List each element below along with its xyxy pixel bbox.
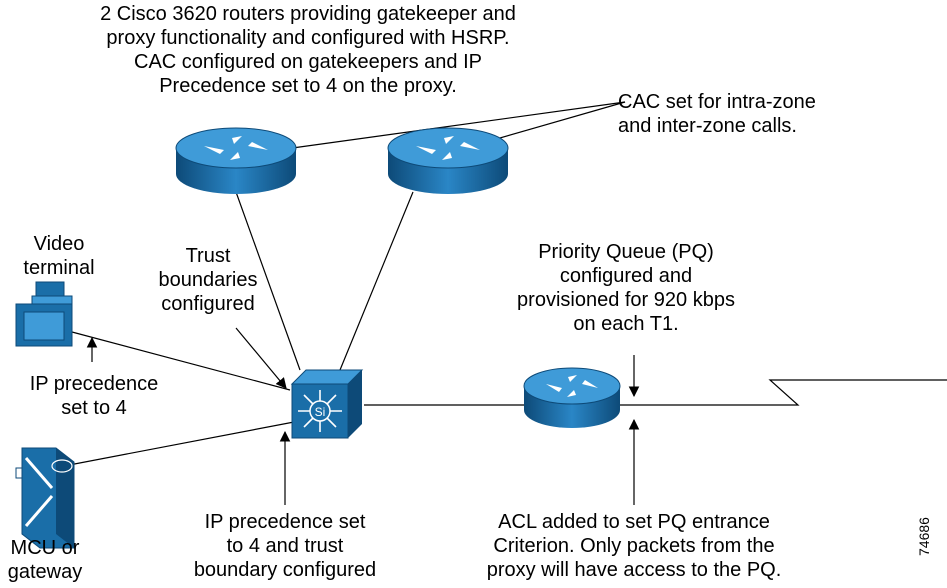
link-router1-switch bbox=[235, 191, 301, 371]
routers-note-line: 2 Cisco 3620 routers providing gatekeepe… bbox=[100, 3, 516, 25]
annotation-arrows bbox=[86, 101, 640, 505]
mcu-gateway-icon bbox=[15, 447, 75, 549]
router-icon bbox=[175, 127, 297, 194]
pq-note-line: provisioned for 920 kbps bbox=[517, 289, 735, 311]
cac-note-line: and inter-zone calls. bbox=[618, 115, 797, 137]
ip-precedence-switch-line: IP precedence set bbox=[204, 511, 366, 533]
routers-note: 2 Cisco 3620 routers providing gatekeepe… bbox=[48, 2, 568, 98]
switch-badge: Si bbox=[315, 405, 326, 419]
ip-precedence-switch-line: boundary configured bbox=[193, 559, 377, 581]
link-mcu-switch bbox=[63, 421, 295, 467]
router-icon bbox=[523, 367, 621, 428]
trust-boundaries-line: Trust bbox=[185, 245, 231, 267]
mcu-gateway-line: gateway bbox=[7, 561, 83, 583]
trust-boundaries-line: configured bbox=[161, 293, 255, 315]
video-terminal-line: Video bbox=[33, 233, 85, 255]
video-terminal-icon bbox=[15, 281, 73, 347]
links bbox=[63, 191, 947, 467]
figure-number: 74686 bbox=[916, 517, 932, 556]
video-terminal-label: Video terminal bbox=[4, 232, 114, 280]
routers-note-line: CAC configured on gatekeepers and IP bbox=[134, 51, 482, 73]
routers-note-line: proxy functionality and configured with … bbox=[106, 27, 510, 49]
trust-boundaries-label: Trust boundaries configured bbox=[148, 244, 268, 316]
cac-note: CAC set for intra-zone and inter-zone ca… bbox=[618, 90, 816, 138]
cac-note-line: CAC set for intra-zone bbox=[618, 91, 816, 113]
router-icon bbox=[387, 127, 509, 194]
layer3-switch-icon: Si bbox=[290, 369, 364, 439]
arrow-cac-router1 bbox=[276, 101, 626, 155]
pq-note: Priority Queue (PQ) configured and provi… bbox=[496, 240, 756, 336]
acl-note-line: proxy will have access to the PQ. bbox=[486, 559, 782, 581]
link-wan-serial bbox=[620, 379, 947, 406]
ip-precedence-line: IP precedence bbox=[29, 373, 159, 395]
pq-note-line: Priority Queue (PQ) bbox=[538, 241, 714, 263]
trust-boundaries-line: boundaries bbox=[158, 269, 258, 291]
pq-note-line: on each T1. bbox=[573, 313, 679, 335]
ip-precedence-line: set to 4 bbox=[61, 397, 127, 419]
mcu-gateway-label: MCU or gateway bbox=[2, 536, 88, 584]
ip-precedence-switch-label: IP precedence set to 4 and trust boundar… bbox=[160, 510, 410, 582]
mcu-gateway-line: MCU or bbox=[10, 537, 80, 559]
acl-note-line: Criterion. Only packets from the bbox=[493, 535, 775, 557]
acl-note: ACL added to set PQ entrance Criterion. … bbox=[454, 510, 814, 582]
link-terminal-switch bbox=[71, 331, 291, 391]
routers-note-line: Precedence set to 4 on the proxy. bbox=[159, 75, 457, 97]
acl-note-line: ACL added to set PQ entrance bbox=[498, 511, 770, 533]
arrow-trust bbox=[235, 327, 287, 389]
video-terminal-line: terminal bbox=[23, 257, 95, 279]
link-router2-switch bbox=[339, 191, 414, 371]
pq-note-line: configured and bbox=[559, 265, 693, 287]
ip-precedence-terminal-label: IP precedence set to 4 bbox=[4, 372, 184, 420]
ip-precedence-switch-line: to 4 and trust bbox=[226, 535, 344, 557]
